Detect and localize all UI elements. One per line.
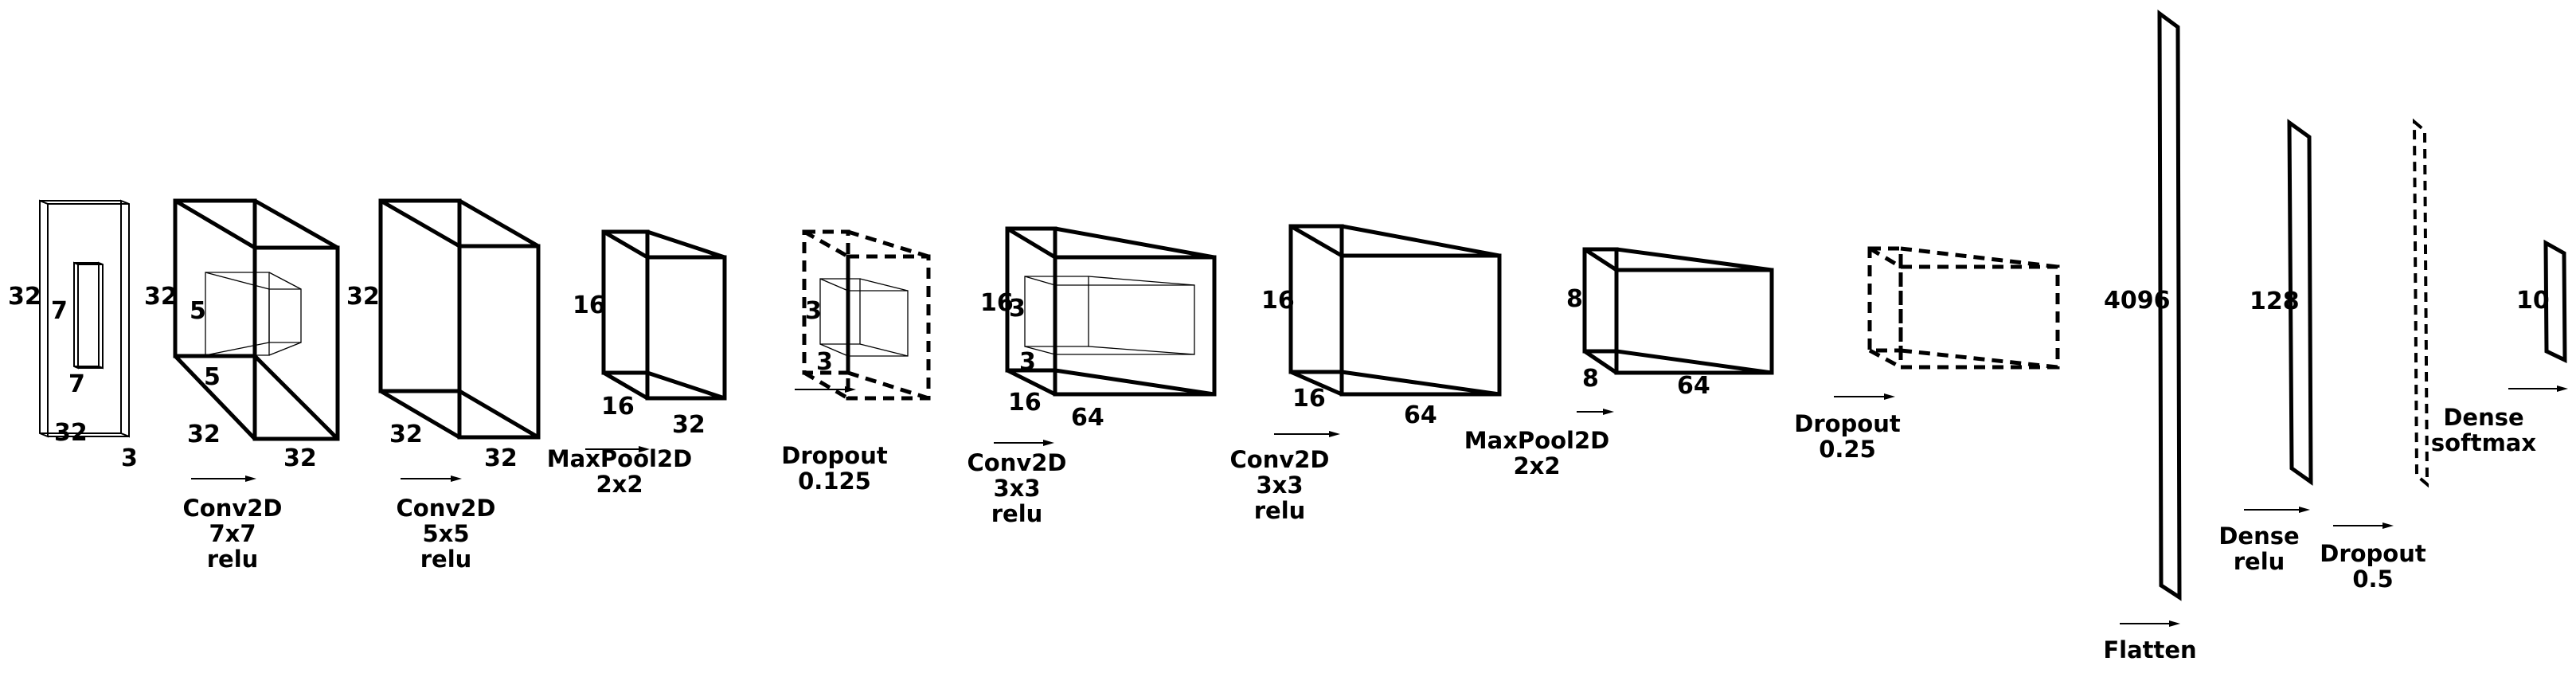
drop2-arrow (1834, 393, 1895, 400)
drop3-caption-line-2: 0.5 (2352, 565, 2393, 593)
pool1-arrow (585, 446, 650, 452)
conv2-caption-line-3: relu (420, 546, 472, 573)
input-kernel-width-label: 7 (68, 370, 85, 398)
layer-labels: 323237732323255Conv2D7x7relu323232Conv2D… (8, 283, 2550, 663)
input-kernel-height-label: 7 (51, 297, 68, 325)
dense2-size-label: 10 (2516, 287, 2550, 315)
conv3-kernel (1024, 276, 1195, 355)
dense1-caption-line-1: Dense (2218, 522, 2299, 550)
drop2-volume (1867, 246, 2060, 370)
drop1-kernel-width-label: 3 (816, 348, 833, 376)
conv3-kernel-width-label: 3 (1019, 348, 1036, 376)
flatten-arrow (2120, 620, 2180, 627)
pool2-volume (1582, 247, 1774, 375)
conv2-caption-line-1: Conv2D (396, 495, 495, 522)
dense1-vector (2287, 119, 2313, 486)
conv3-kernel-height-label: 3 (1009, 295, 1026, 323)
input-width-label: 32 (54, 419, 88, 447)
conv4-depth-label: 64 (1404, 401, 1437, 429)
pool2-width-label: 8 (1582, 365, 1599, 393)
pool2-height-label: 8 (1566, 285, 1583, 313)
input-height-label: 32 (8, 283, 41, 311)
conv1-height-label: 32 (144, 283, 178, 311)
layer-shapes (39, 10, 2567, 601)
conv3-height-label: 16 (980, 289, 1014, 317)
conv1-caption-line-1: Conv2D (182, 495, 282, 522)
dense2-caption-line-1: Dense (2443, 404, 2523, 431)
conv4-caption-line-2: 3x3 (1256, 472, 1303, 499)
dense2-arrow (2508, 385, 2568, 392)
conv1-caption-line-3: relu (207, 546, 259, 573)
conv4-caption-line-3: relu (1254, 497, 1306, 524)
conv3-width-label: 16 (1008, 389, 1042, 417)
dense2-vector (2543, 239, 2567, 363)
conv1-volume (173, 198, 340, 441)
conv1-caption-line-2: 7x7 (209, 520, 256, 547)
conv3-volume (1005, 226, 1217, 397)
drop2-caption-line-2: 0.25 (1819, 436, 1876, 463)
drop2-caption-line-1: Dropout (1794, 410, 1901, 437)
pool1-caption-line-2: 2x2 (596, 471, 643, 498)
conv3-caption-line-2: 3x3 (993, 475, 1040, 502)
conv4-arrow (1274, 431, 1340, 437)
conv1-arrow (191, 475, 256, 482)
flatten-size-label: 4096 (2104, 287, 2171, 315)
dense1-arrow (2244, 507, 2310, 513)
conv1-kernel (205, 272, 302, 356)
conv3-caption-line-1: Conv2D (967, 449, 1066, 476)
pool2-caption-line-1: MaxPool2D (1464, 427, 1609, 454)
input-volume (39, 199, 130, 438)
conv2-arrow (401, 475, 462, 482)
drop1-caption-line-2: 0.125 (798, 468, 871, 495)
conv2-depth-label: 32 (484, 444, 518, 472)
pool1-width-label: 16 (601, 393, 635, 421)
conv3-arrow (994, 440, 1054, 446)
conv3-depth-label: 64 (1071, 404, 1104, 432)
drop1-arrow (795, 386, 856, 393)
input-kernel (73, 261, 104, 370)
layer-arrows (191, 385, 2568, 627)
conv3-caption-line-3: relu (991, 500, 1043, 527)
flatten-vector (2157, 10, 2182, 601)
conv1-depth-label: 32 (283, 444, 317, 472)
pool1-volume (601, 229, 727, 401)
conv4-width-label: 16 (1292, 385, 1326, 413)
pool1-depth-label: 32 (672, 411, 706, 439)
pool2-caption-line-2: 2x2 (1513, 452, 1560, 479)
dense1-size-label: 128 (2250, 288, 2300, 315)
dense1-caption-line-2: relu (2234, 548, 2285, 575)
drop3-arrow (2333, 522, 2394, 529)
conv2-caption-line-2: 5x5 (422, 520, 469, 547)
drop3-caption-line-1: Dropout (2320, 540, 2426, 567)
conv4-height-label: 16 (1261, 287, 1295, 315)
drop1-caption-line-1: Dropout (781, 442, 888, 469)
drop1-kernel-height-label: 3 (805, 297, 822, 325)
drop1-kernel (819, 278, 909, 357)
conv1-kernel-width-label: 5 (204, 363, 221, 391)
conv2-height-label: 32 (346, 283, 380, 311)
conv4-volume (1288, 224, 1502, 397)
conv2-width-label: 32 (389, 421, 423, 448)
input-depth-label: 3 (121, 444, 138, 472)
pool2-depth-label: 64 (1677, 372, 1710, 400)
conv2-volume (378, 198, 541, 440)
pool1-height-label: 16 (573, 292, 606, 319)
pool1-caption-line-1: MaxPool2D (547, 445, 692, 472)
pool2-arrow (1577, 409, 1614, 415)
conv1-kernel-height-label: 5 (190, 297, 206, 325)
conv4-caption-line-1: Conv2D (1229, 446, 1329, 473)
flatten-caption-line-1: Flatten (2103, 636, 2196, 663)
dense2-caption-line-2: softmax (2431, 429, 2536, 456)
drop3-vector (2412, 118, 2429, 488)
conv1-width-label: 32 (187, 421, 221, 448)
